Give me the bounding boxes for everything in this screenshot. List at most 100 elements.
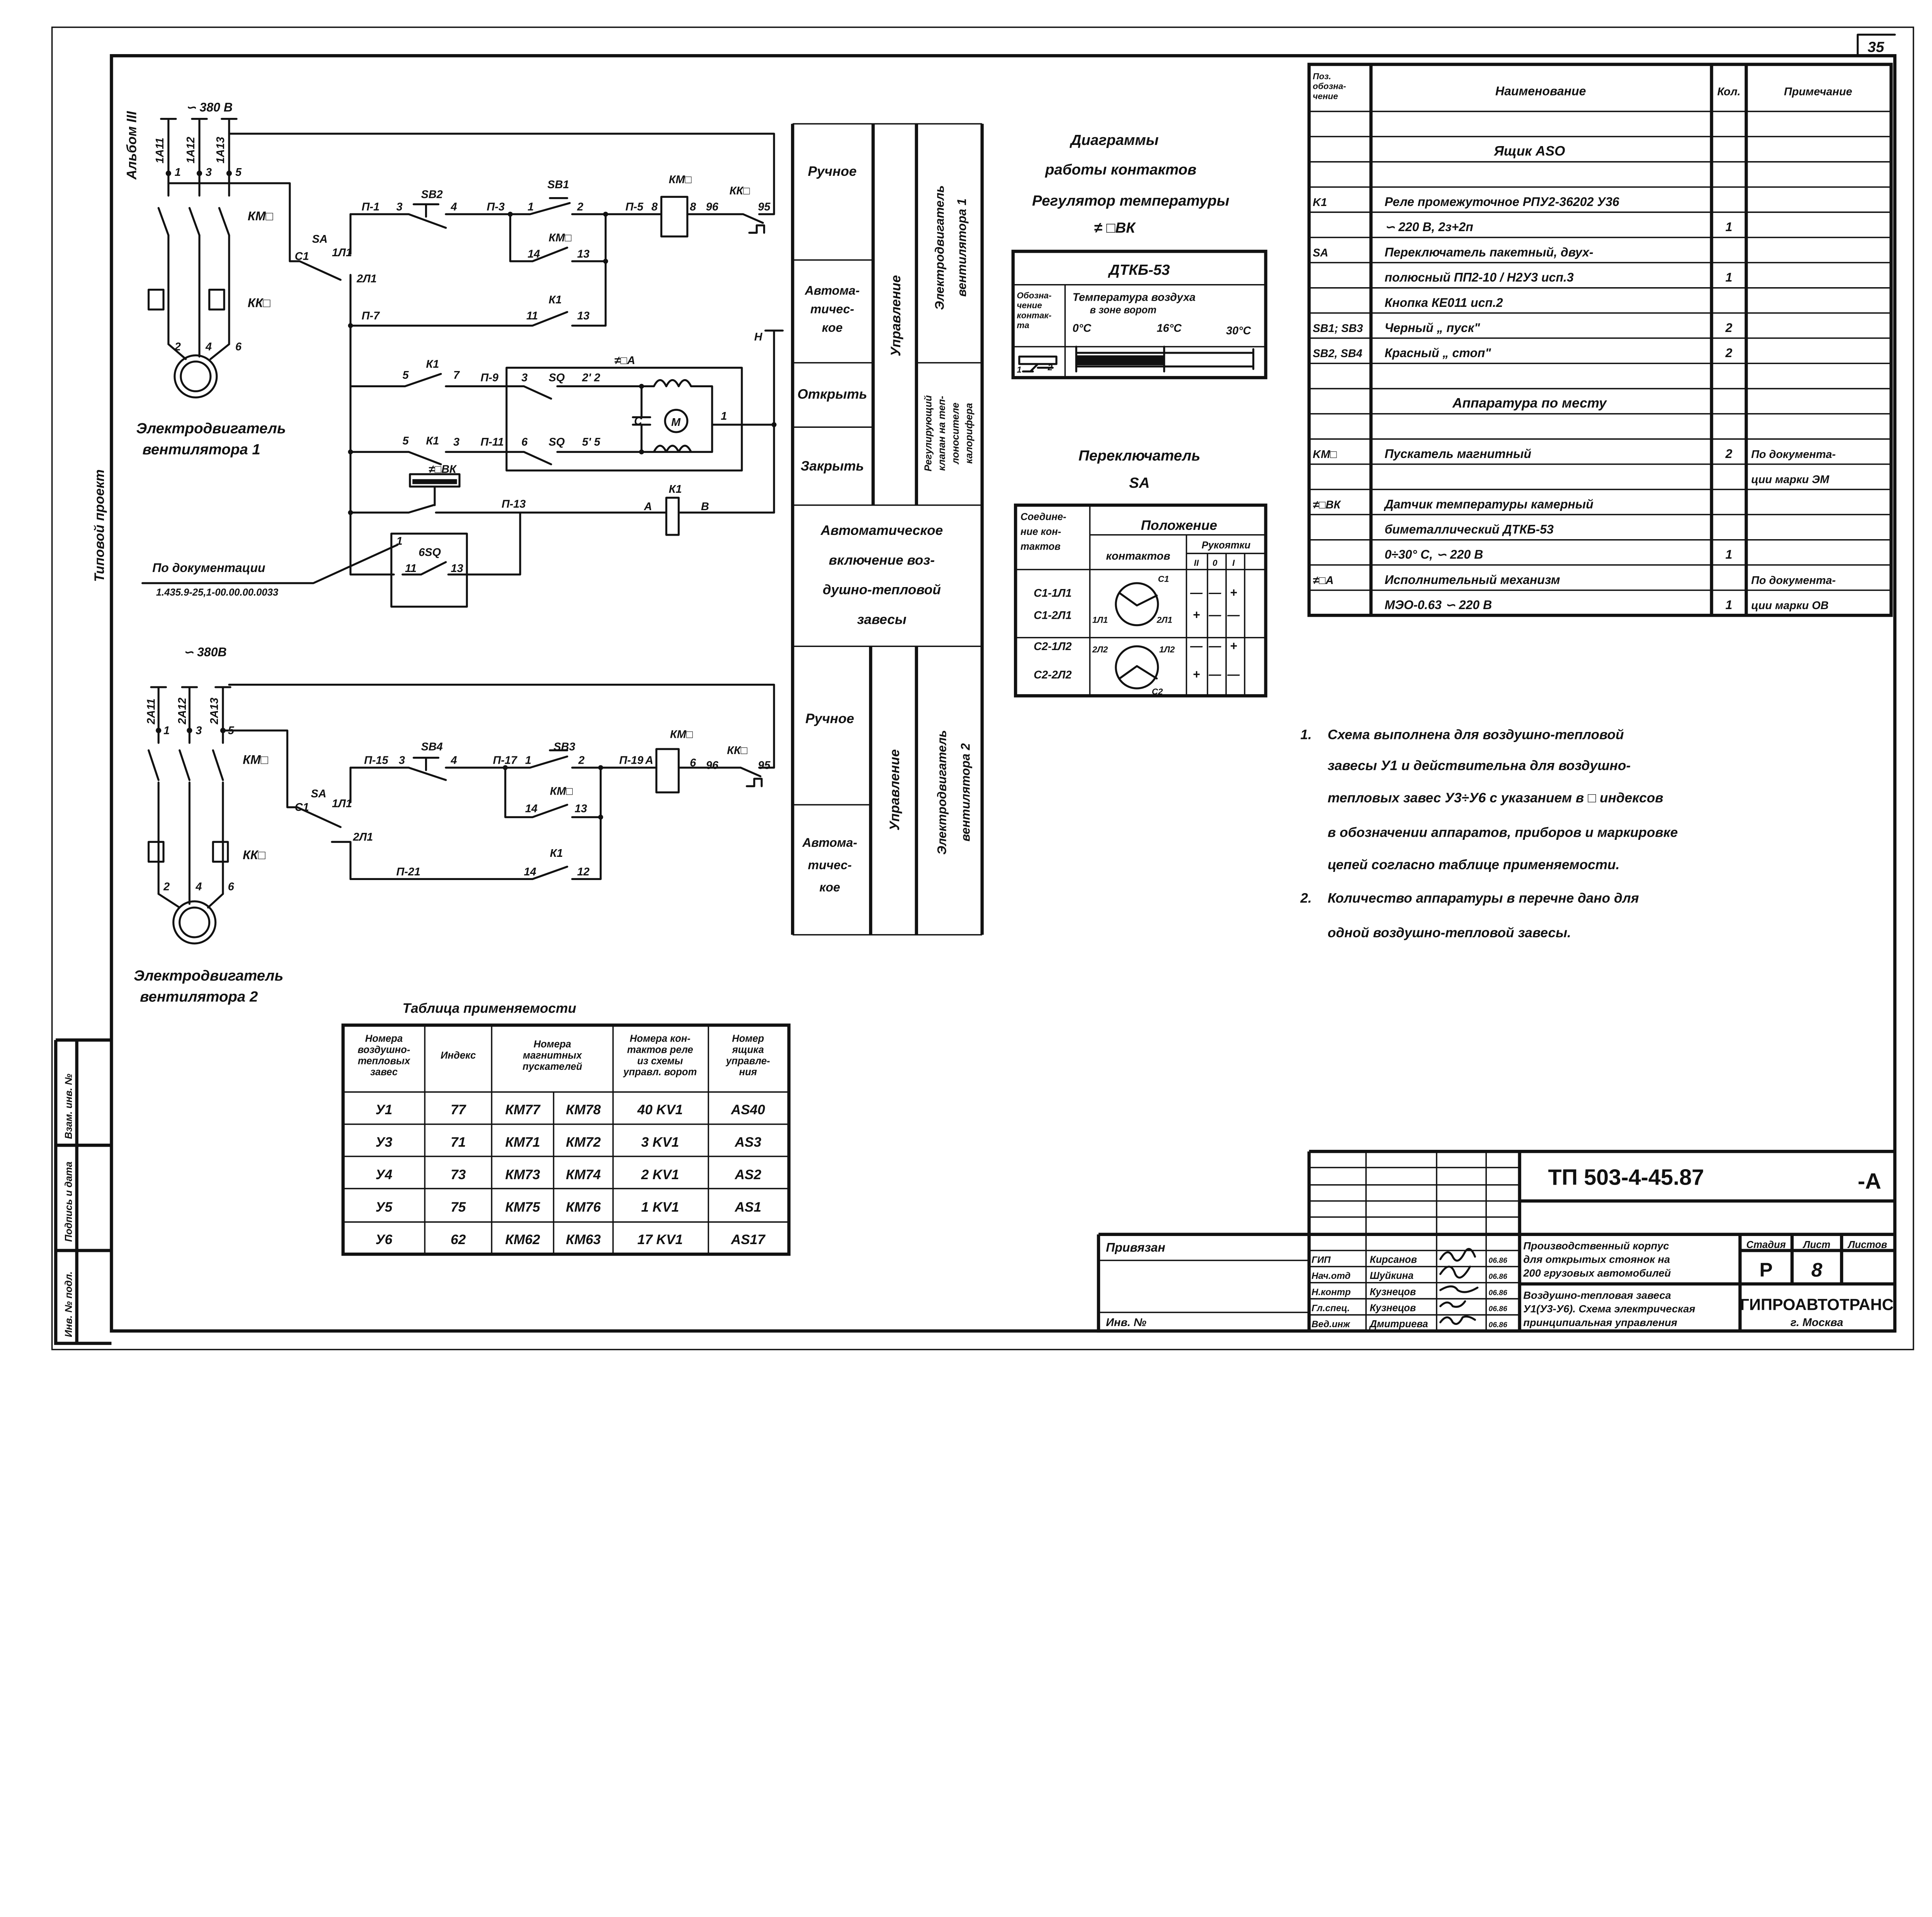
organization-name: ГИПРОАВТОТРАНС — [1740, 1295, 1893, 1313]
wire-label: 1 — [527, 201, 534, 213]
connection-header: ние кон- — [1020, 526, 1061, 537]
wire-label: 95 — [758, 759, 771, 771]
wire-label: С1 — [295, 250, 309, 263]
wire-label: 96 — [706, 759, 719, 771]
spec-note: ции марки ЭМ — [1751, 473, 1830, 486]
stamp-replace-label: Взам. инв. № — [63, 1074, 74, 1139]
terminal-label: 2 — [163, 880, 170, 893]
sheet-title: Воздушно-тепловая завеса — [1523, 1289, 1671, 1301]
applicability-cell: КМ76 — [566, 1200, 601, 1215]
designation-header: контак- — [1017, 310, 1051, 320]
spec-name: Исполнительный механизм — [1384, 573, 1560, 587]
designation-header: чение — [1017, 301, 1042, 310]
spec-name: Красный „ стоп" — [1384, 346, 1491, 360]
position-mark: — — [1190, 586, 1203, 599]
spec-qty: 2 — [1725, 321, 1732, 335]
switch-sa-diagram — [1014, 503, 1267, 698]
wire-label: 1.435.9-25,1-00.00.00.0033 — [156, 587, 278, 598]
wire-label: SB1 — [548, 179, 569, 191]
applicability-cell: AS17 — [731, 1232, 766, 1247]
thermostat-contact-diagram — [1011, 250, 1267, 380]
mode-manual-1: Ручное — [808, 164, 857, 179]
signature-name: Дмитриева — [1369, 1319, 1428, 1330]
applicability-cell: 40 KV1 — [637, 1102, 683, 1117]
spec-pos: K1 — [1313, 196, 1327, 209]
wire-label: К1 — [549, 294, 562, 306]
signature-name: Шуйкина — [1370, 1270, 1413, 1281]
spec-name: Реле промежуточное РПУ2-36202 У36 — [1384, 195, 1619, 209]
wire-label: 6 — [690, 757, 696, 769]
applicability-cell: 17 KV1 — [638, 1232, 683, 1247]
spec-qty: 2 — [1725, 447, 1732, 461]
wire-label: П-19 — [619, 754, 643, 767]
wire-label: 14 — [524, 866, 536, 878]
mode-motor-2: Электродвигатель — [935, 730, 949, 855]
spec-note: ции марки ОВ — [1751, 599, 1828, 612]
phase-label: 1А13 — [214, 137, 227, 163]
title-block — [1097, 1150, 1895, 1333]
signature-name: Кузнецов — [1370, 1287, 1416, 1297]
sheet-number: 35 — [1867, 39, 1884, 56]
applicability-cell: КМ77 — [505, 1102, 541, 1117]
wire-label: П-21 — [396, 866, 420, 878]
applicability-cell: КМ71 — [505, 1135, 540, 1150]
supply-voltage-label: ∽ 380 В — [186, 100, 233, 114]
applicability-cell: У6 — [376, 1232, 393, 1247]
terminal-label: 6 — [235, 341, 242, 353]
connection-row: С1-1Л1 — [1034, 587, 1071, 599]
diagram-title: Регулятор температуры — [1032, 192, 1230, 209]
signature-role: ГИП — [1311, 1255, 1331, 1265]
spec-header-note: Примечание — [1784, 86, 1852, 98]
contact-terminal-label: 1Л1 — [1092, 615, 1108, 625]
switch-title: SA — [1129, 475, 1150, 491]
applicability-header: ния — [739, 1067, 757, 1078]
signature-role: Вед.инж — [1311, 1319, 1350, 1330]
wire-label: 13 — [577, 310, 590, 322]
terminal-label: 3 — [196, 725, 202, 737]
stamp-signature-label: Подпись и дата — [63, 1161, 74, 1242]
wire-label: П-5 — [626, 201, 644, 213]
position-mark: — — [1227, 608, 1240, 622]
handle-position: 0 — [1213, 558, 1218, 568]
applicability-header: Номера — [534, 1039, 571, 1050]
wire-label: К1 — [426, 358, 439, 370]
applicability-cell: КМ62 — [505, 1232, 540, 1247]
handle-header: Рукоятки — [1202, 540, 1251, 551]
applicability-cell: 62 — [451, 1232, 466, 1247]
mode-auto-1: кое — [822, 321, 843, 335]
spec-name: Аппаратура по месту — [1452, 396, 1607, 411]
wire-label: ≠□А — [614, 354, 635, 367]
mode-auto-on: Автоматическое — [820, 523, 943, 538]
wire-label: 4 — [451, 754, 457, 767]
position-mark: + — [1230, 586, 1237, 599]
applicability-cell: КМ74 — [566, 1167, 601, 1182]
wire-label: 2 — [577, 201, 583, 213]
position-mark: — — [1208, 608, 1221, 622]
diagram-title: ≠ □ВК — [1094, 220, 1136, 236]
terminal-label: 1 — [163, 725, 170, 737]
wire-label: 95 — [758, 201, 771, 213]
wire-label: 14 — [525, 802, 537, 815]
wire-label: SQ — [549, 436, 565, 448]
wire-label: 11 — [405, 562, 417, 575]
mode-valve: Регулирующий — [923, 395, 934, 471]
applicability-cell: 1 KV1 — [641, 1200, 679, 1215]
note-line: в обозначении аппаратов, приборов и марк… — [1328, 825, 1678, 840]
note-number: 2. — [1300, 890, 1311, 906]
spec-qty: 2 — [1725, 346, 1732, 360]
applicability-cell: AS3 — [735, 1135, 762, 1150]
spec-qty: 1 — [1725, 548, 1732, 562]
wire-label: П-3 — [487, 201, 505, 213]
sheet-title: принципиальная управления — [1523, 1316, 1677, 1328]
signature-role: Нач.отд — [1311, 1271, 1350, 1281]
mode-open: Открыть — [798, 387, 867, 402]
wire-label: SQ — [549, 372, 565, 384]
thermal-relay-label: КК□ — [248, 296, 270, 310]
wire-label: 6SQ — [418, 546, 441, 558]
phase-label: 1А12 — [185, 137, 197, 163]
applicability-header: Номера — [365, 1033, 403, 1044]
applicability-cell: AS2 — [735, 1167, 762, 1182]
note-line: Схема выполнена для воздушно-тепловой — [1328, 727, 1624, 742]
diagram-title: работы контактов — [1045, 162, 1197, 178]
mode-valve: клапан на теп- — [937, 396, 947, 471]
